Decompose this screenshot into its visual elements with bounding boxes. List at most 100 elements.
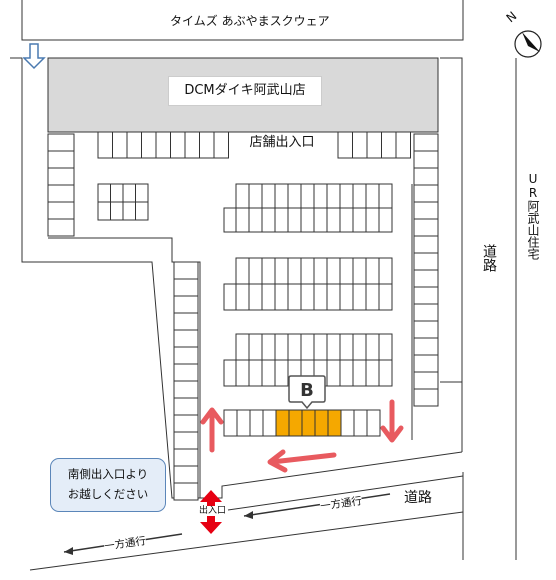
parking-stall: [381, 131, 397, 159]
parking-stall: [126, 131, 142, 159]
parking-stall: [378, 333, 393, 361]
parking-stall: [326, 333, 341, 361]
oneway-arrow-1-icon: [243, 493, 391, 517]
south-entrance-note: 南側出入口より お越しください: [50, 458, 166, 512]
parking-stall: [339, 283, 354, 311]
parking-stall: [413, 235, 439, 254]
parking-stall: [213, 131, 229, 159]
parking-stall: [248, 333, 263, 361]
parking-stall: [300, 183, 315, 209]
parking-stall: [97, 201, 111, 221]
neighbor-border: [21, 0, 464, 41]
parking-stall: [173, 448, 199, 467]
parking-stalls: [47, 131, 439, 501]
parking-stall: [395, 131, 411, 159]
parking-stall: [235, 257, 250, 285]
parking-stall: [135, 183, 149, 203]
parking-stall: [339, 207, 354, 233]
parking-stall: [366, 131, 382, 159]
note-line-2: お越しください: [67, 487, 149, 501]
parking-stall: [110, 201, 124, 221]
parking-stall: [223, 207, 237, 233]
parking-stall: [313, 283, 328, 311]
parking-stall: [413, 337, 439, 356]
parking-stall: [413, 150, 439, 169]
parking-stall: [287, 283, 302, 311]
parking-stall: [300, 333, 315, 361]
parking-stall: [313, 183, 328, 209]
parking-stall: [47, 167, 75, 186]
parking-stall: [135, 201, 149, 221]
parking-stall: [235, 333, 250, 361]
parking-stall: [173, 295, 199, 314]
parking-stall: [365, 257, 380, 285]
parking-stall: [173, 261, 199, 280]
parking-stall: [47, 150, 75, 169]
oneway-arrow-1-head: [244, 511, 253, 519]
parking-stall: [300, 207, 315, 233]
parking-stall: [275, 409, 290, 437]
parking-stall: [223, 283, 237, 311]
parking-stall: [413, 167, 439, 186]
parking-stall: [261, 207, 276, 233]
parking-stall: [352, 183, 367, 209]
parking-stall: [366, 409, 381, 437]
parking-stall: [413, 218, 439, 237]
parking-stall: [173, 380, 199, 399]
parking-stall: [352, 257, 367, 285]
parking-stall: [287, 257, 302, 285]
parking-stall: [112, 131, 128, 159]
parking-stall: [413, 371, 439, 390]
parking-stall: [261, 183, 276, 209]
parking-stall: [47, 201, 75, 220]
parking-stall: [173, 397, 199, 416]
parking-stall: [413, 269, 439, 288]
parking-stall: [223, 359, 237, 387]
parking-stall: [339, 183, 354, 209]
parking-stall: [122, 183, 136, 203]
parking-stall: [287, 207, 302, 233]
parking-stall: [248, 359, 263, 387]
parking-stall: [199, 131, 215, 159]
neighbor-label: タイムズ あぶやまスクウェア: [170, 14, 330, 28]
store-name: DCMダイキ阿武山店: [168, 76, 322, 106]
parking-stall: [47, 218, 75, 237]
parking-stall: [97, 183, 111, 203]
parking-stall: [365, 207, 380, 233]
parking-stall: [235, 359, 250, 387]
store-entrance-label: 店舗出入口: [249, 135, 315, 150]
parking-stall: [261, 283, 276, 311]
parking-stall: [339, 333, 354, 361]
parking-stall: [261, 333, 276, 361]
parking-stall: [300, 283, 315, 311]
parking-stall: [378, 283, 393, 311]
parking-stall: [313, 333, 328, 361]
parking-stall: [236, 409, 251, 437]
parking-stall: [249, 409, 264, 437]
bottom-road-label: 道路: [404, 490, 432, 506]
road-edge-2: [29, 511, 464, 571]
parking-stall: [365, 333, 380, 361]
parking-stall: [261, 359, 276, 387]
inner-curb: [48, 237, 201, 498]
parking-stall: [352, 333, 367, 361]
parking-stall: [301, 409, 316, 437]
parking-stall: [97, 131, 113, 159]
right-road-label: 道路: [481, 244, 497, 272]
parking-stall: [326, 183, 341, 209]
parking-stall: [274, 333, 289, 361]
parking-stall: [173, 431, 199, 450]
parking-stall: [173, 465, 199, 484]
parking-stall: [313, 257, 328, 285]
parking-stall: [413, 286, 439, 305]
parking-stall: [413, 320, 439, 339]
parking-stall: [274, 283, 289, 311]
parking-stall: [352, 283, 367, 311]
arrow-up-icon: [200, 407, 224, 453]
parking-stall: [155, 131, 171, 159]
parking-stall: [413, 184, 439, 203]
parking-stall: [365, 283, 380, 311]
arrow-left-icon: [267, 449, 337, 473]
parking-stall: [413, 388, 439, 407]
